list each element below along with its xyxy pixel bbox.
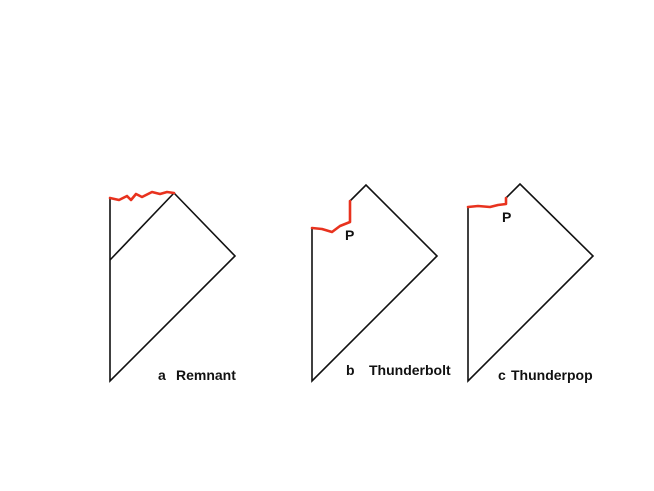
panel-thunderpop: P c Thunderpop [466, 182, 595, 383]
remnant-inner-horizon-line [109, 192, 175, 261]
remnant-letter: a [158, 367, 166, 383]
thunderbolt-outline [311, 183, 439, 383]
thunderbolt-point-label: P [345, 227, 354, 243]
thunderbolt-caption: Thunderbolt [369, 362, 451, 378]
remnant-outline [109, 192, 237, 383]
thunderbolt-letter: b [346, 362, 355, 378]
thunderbolt-singularity-curve [310, 199, 352, 234]
remnant-singularity-curve [108, 190, 176, 202]
thunderpop-caption: Thunderpop [511, 367, 593, 383]
thunderpop-outline [467, 182, 595, 383]
remnant-caption: Remnant [176, 367, 236, 383]
thunderpop-letter: c [498, 367, 506, 383]
panel-remnant: a Remnant [108, 190, 237, 383]
thunderpop-singularity-curve [466, 196, 508, 209]
thunderpop-point-label: P [502, 209, 511, 225]
panel-thunderbolt: P b Thunderbolt [310, 183, 451, 383]
